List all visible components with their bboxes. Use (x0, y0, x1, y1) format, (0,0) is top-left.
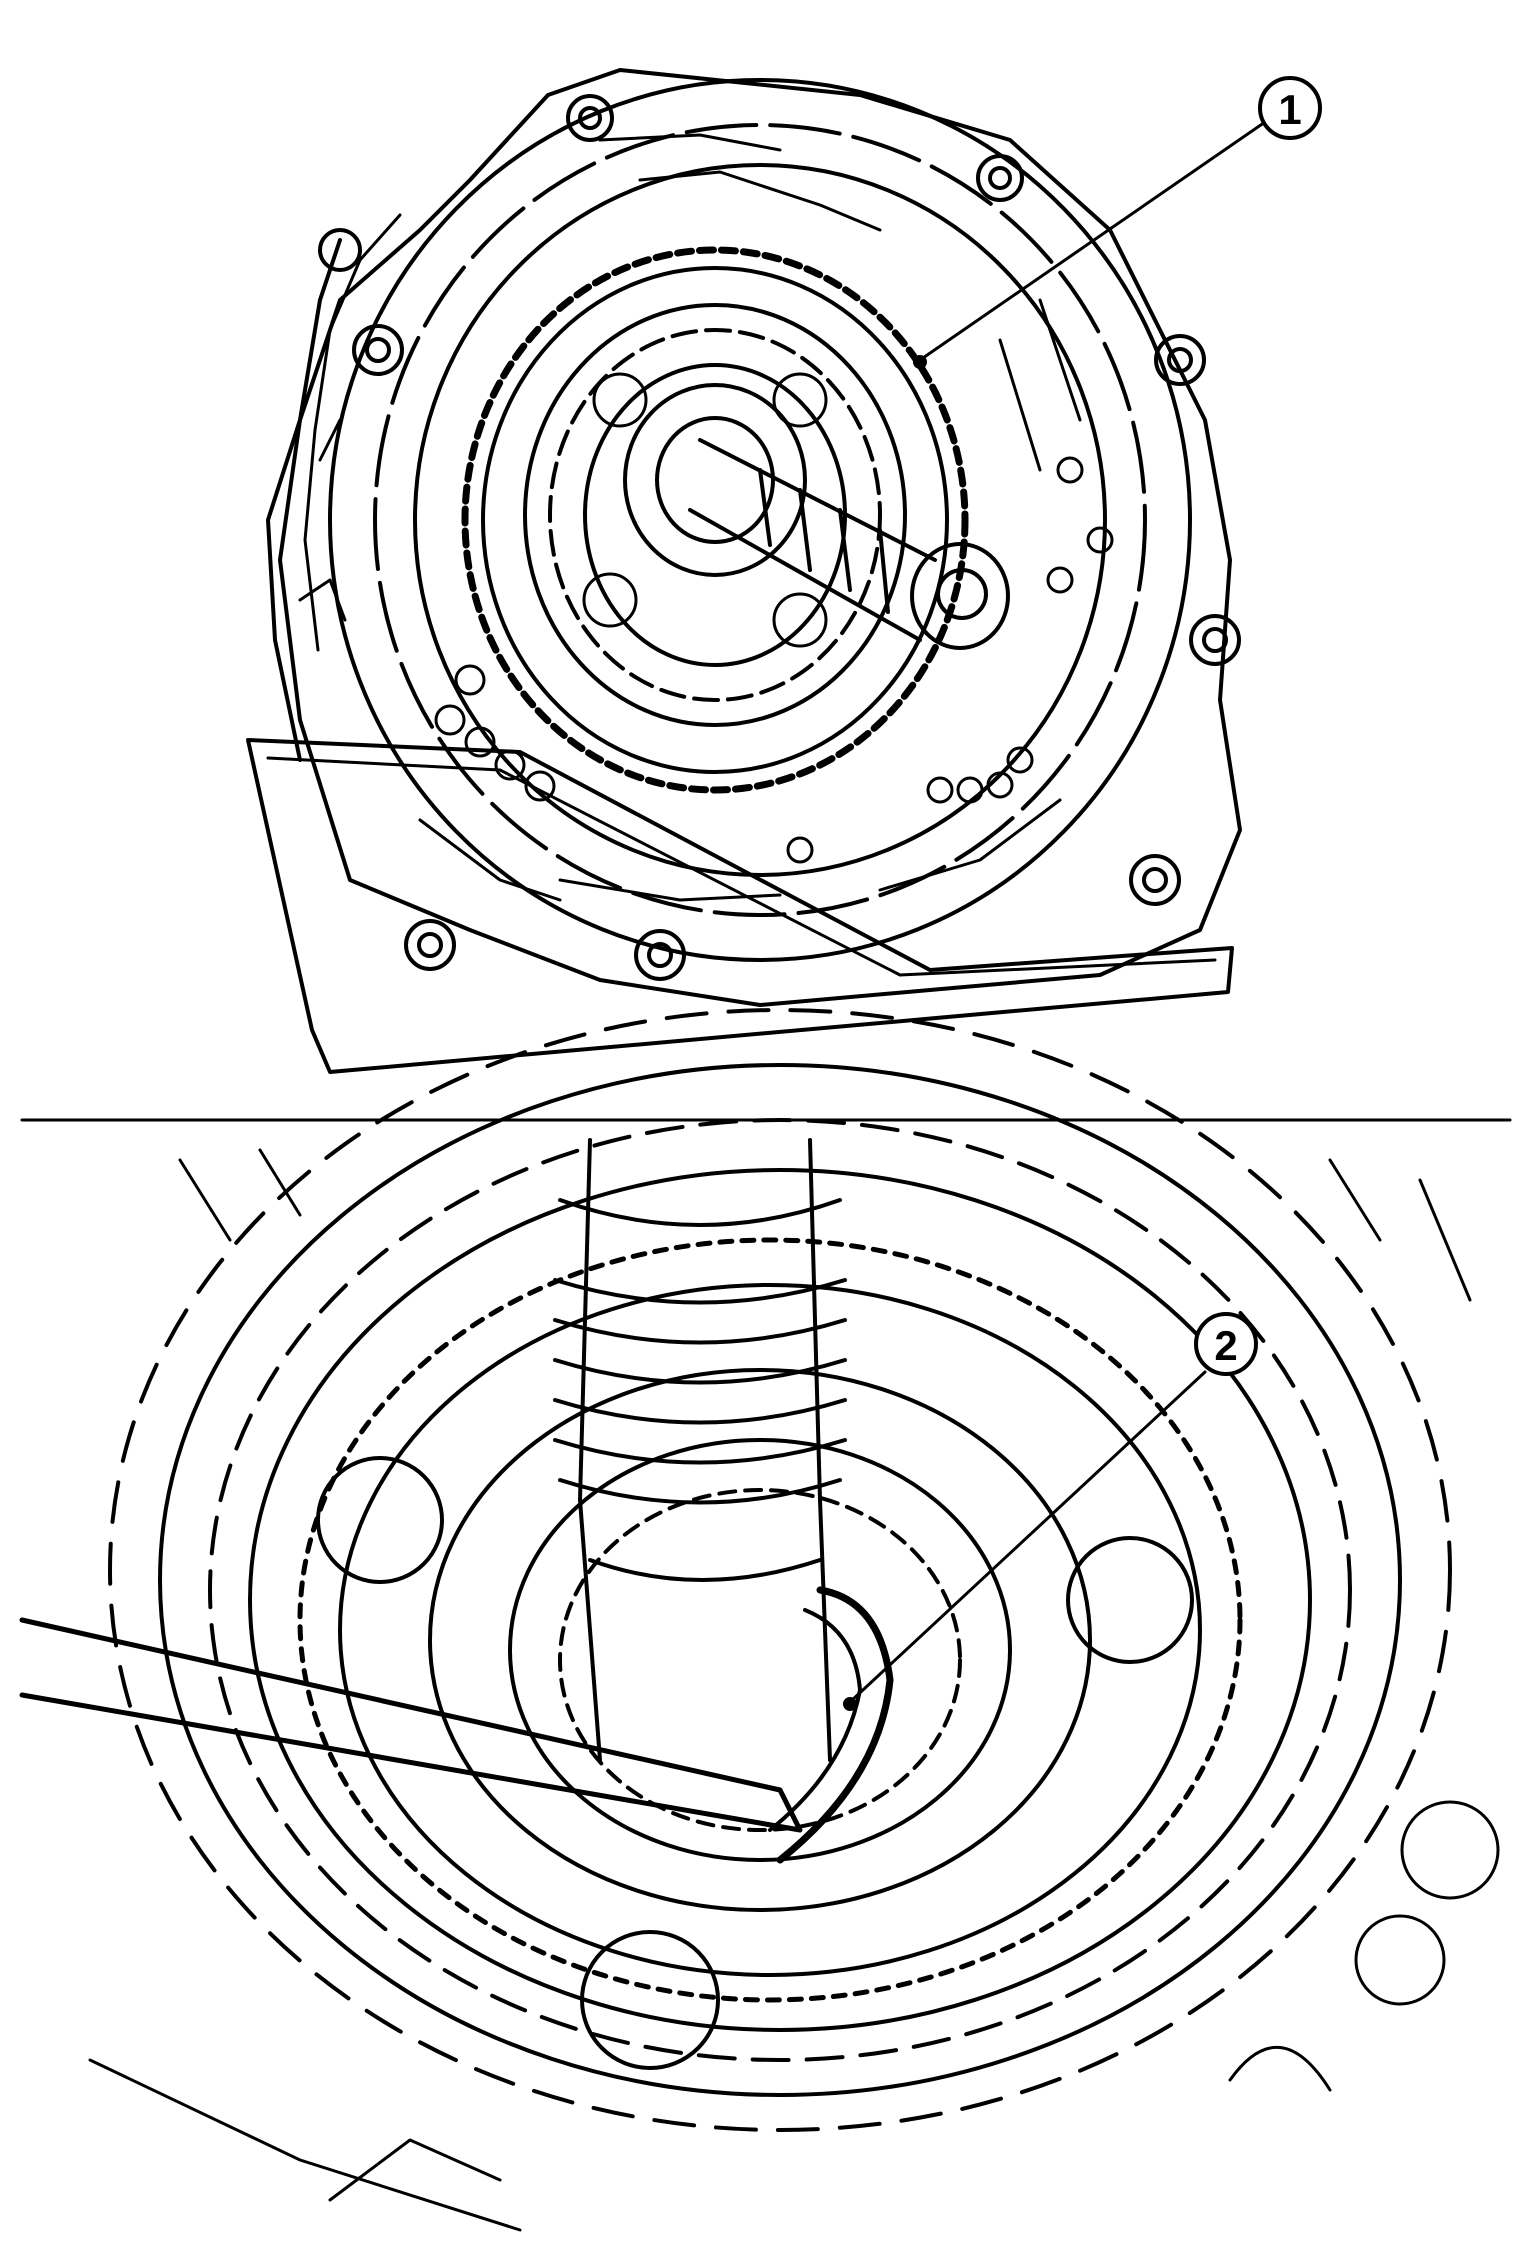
leader-dot-1 (913, 355, 927, 369)
bottom-panel-gear-assembly (19, 1008, 1500, 2232)
drum-ring-2 (548, 328, 882, 702)
base-plate (246, 738, 1234, 1074)
flange-ring-outer (328, 78, 1192, 962)
bolt-bosses (318, 94, 1241, 981)
callout-1: 1 (1258, 76, 1322, 140)
carrier-ring (428, 1368, 1092, 1912)
clutch-plate-outer (108, 1008, 1452, 2132)
snap-ring (776, 1586, 894, 1864)
clutch-plate-3 (208, 1118, 1352, 2062)
left-housing (266, 238, 342, 762)
ring-gear-outer (297, 1237, 1243, 2003)
hub-ring (583, 363, 847, 667)
drum-windows (582, 372, 828, 648)
ring-gear-inner (338, 1283, 1202, 1977)
case-outline (278, 68, 1242, 1007)
callout-2-label: 2 (1214, 1322, 1237, 1369)
screwdriver (19, 1617, 803, 1833)
carrier-hub (508, 1438, 1012, 1862)
case-ribs (298, 133, 1082, 902)
leader-line-1 (918, 118, 1270, 362)
clutch-plate-2 (158, 1063, 1402, 2097)
input-shaft (623, 383, 1010, 650)
adjacent-components (88, 1148, 1500, 2232)
base-plate-inner (266, 756, 1217, 977)
callout-2: 2 (1194, 1312, 1258, 1376)
sun-gear (558, 1488, 962, 1832)
flange-ring-3 (413, 163, 1107, 877)
gear-ring-inner (481, 266, 949, 774)
carrier-windows (316, 1456, 1194, 2070)
leader-line-2 (848, 1370, 1207, 1704)
drum-ring (523, 303, 907, 727)
top-panel-transaxle-case (246, 68, 1270, 1074)
clutch-plate-4 (248, 1168, 1312, 2032)
output-shaft (553, 1138, 847, 1762)
callout-1-label: 1 (1278, 86, 1301, 133)
oil-holes (434, 456, 1114, 864)
left-housing-2 (303, 213, 402, 652)
flange-ring-2 (373, 123, 1147, 917)
gear-ring-outer (461, 246, 969, 794)
leader-dot-2 (843, 1697, 857, 1711)
